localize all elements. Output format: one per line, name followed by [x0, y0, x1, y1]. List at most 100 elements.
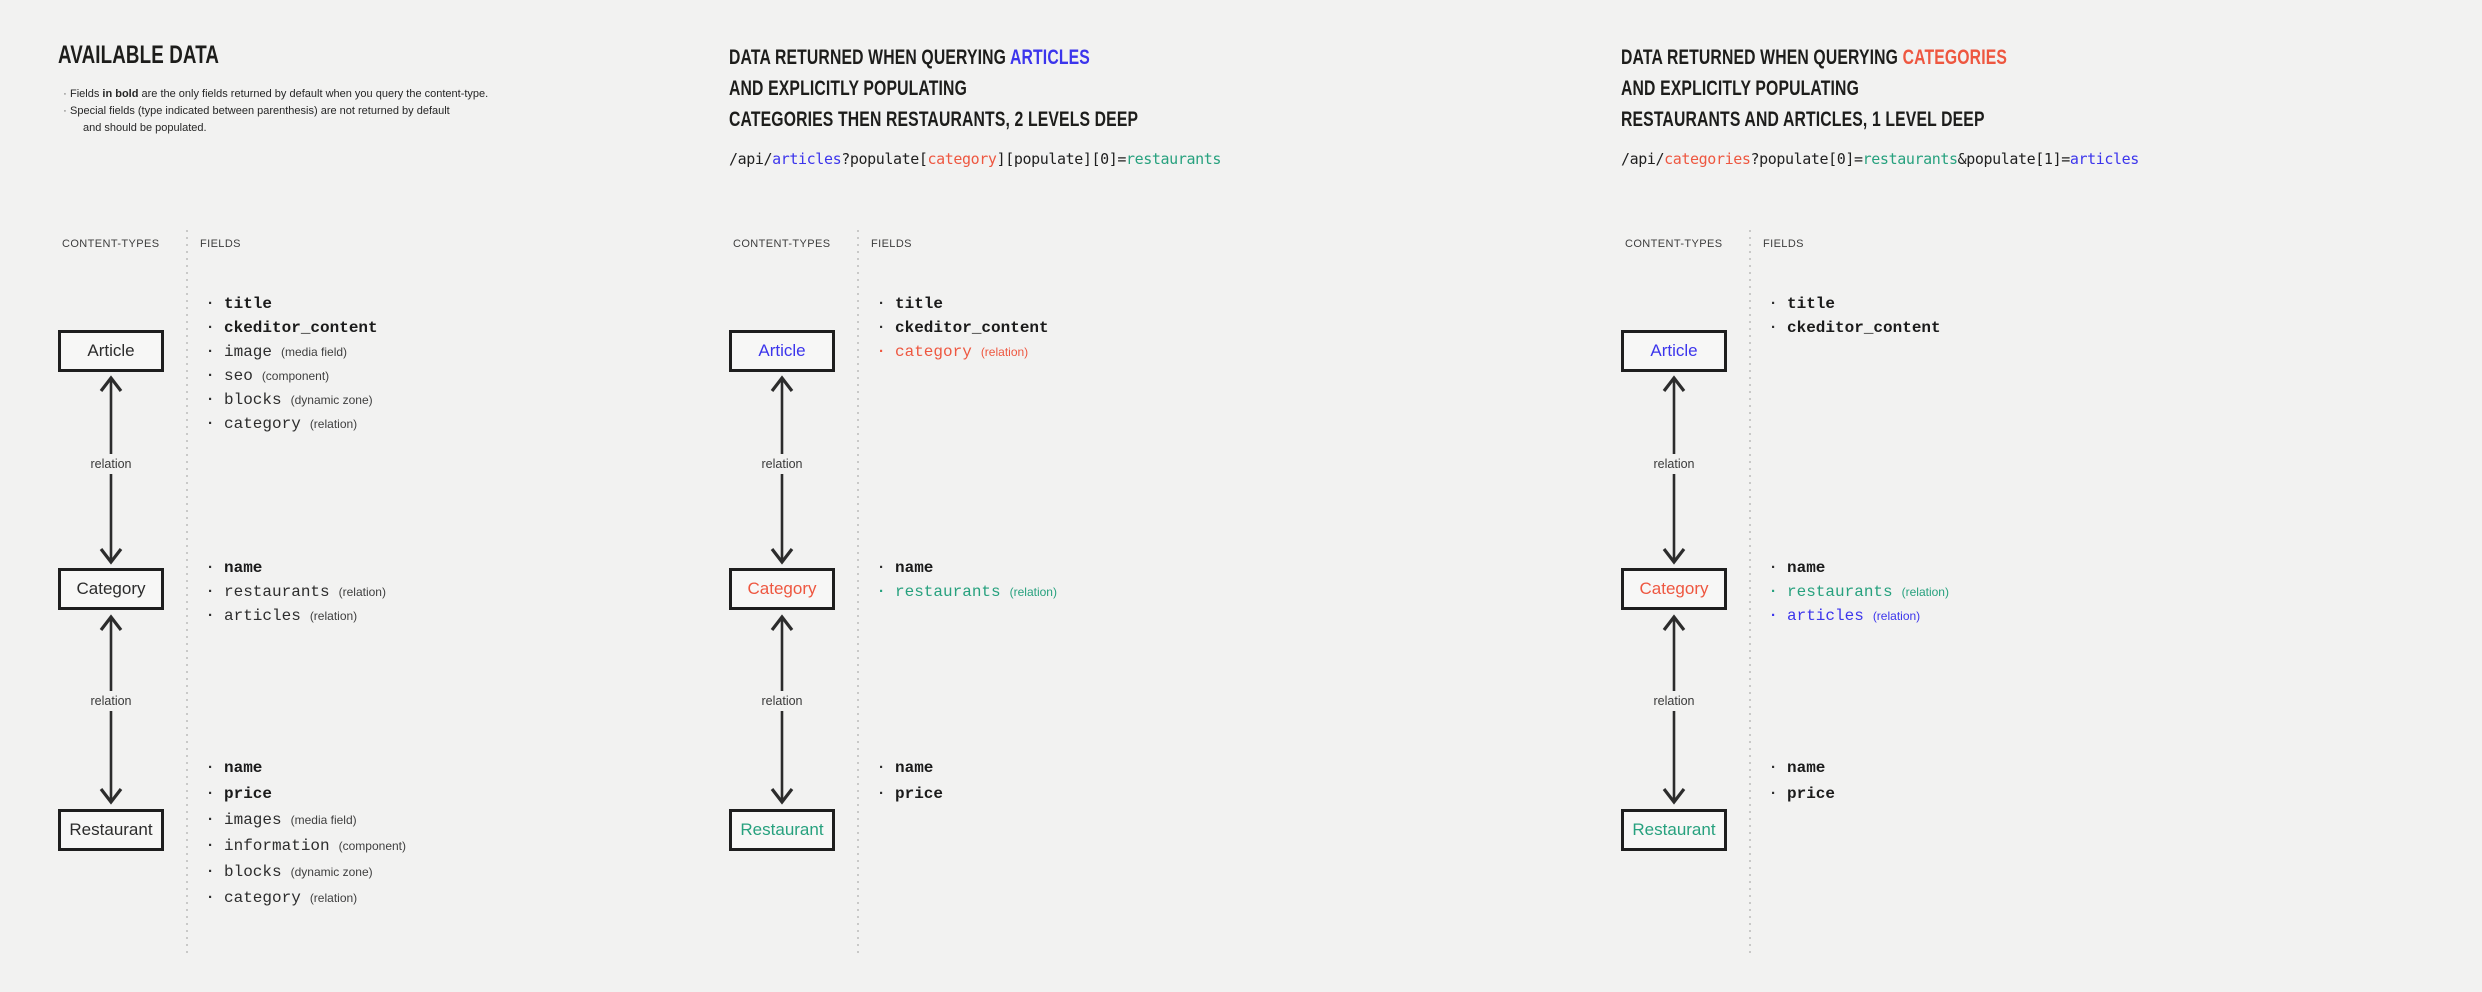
api-segment: &populate[1]=	[1957, 150, 2071, 168]
field-item: ·blocks(dynamic zone)	[206, 859, 406, 885]
panel-query-categories: DATA RETURNED WHEN QUERYING CATEGORIES A…	[1621, 0, 2479, 992]
content-type-label: Category	[1639, 579, 1709, 598]
relation-label: relation	[1648, 691, 1700, 711]
api-segment: articles	[772, 150, 842, 168]
field-item: ·name	[206, 755, 406, 781]
api-segment: articles	[2069, 150, 2139, 168]
bullet-icon: ·	[208, 607, 213, 624]
content-type-label: Article	[87, 341, 135, 360]
api-segment: categories	[1664, 150, 1751, 168]
category-fields-list: ·name ·restaurants(relation) ·articles(r…	[1769, 556, 1949, 628]
content-type-box-article: Article	[1621, 330, 1727, 372]
field-item: ·information(component)	[206, 833, 406, 859]
content-types-column-label: CONTENT-TYPES	[62, 238, 160, 250]
bullet-icon: ·	[208, 343, 213, 360]
api-segment: restaurants	[1126, 150, 1221, 168]
field-item: ·image(media field)	[206, 340, 378, 364]
bullet-icon: ·	[208, 837, 213, 854]
bullet-icon: ·	[208, 391, 213, 408]
field-item: ·restaurants(relation)	[206, 580, 386, 604]
field-item: ·blocks(dynamic zone)	[206, 388, 378, 412]
content-type-box-category: Category	[58, 568, 164, 610]
bullet-icon: ·	[63, 88, 67, 100]
article-fields-list: ·title ·ckeditor_content ·image(media fi…	[206, 292, 378, 436]
bullet-icon: ·	[879, 583, 884, 600]
field-item: ·category(relation)	[877, 340, 1049, 364]
article-fields-list: ·title ·ckeditor_content ·category(relat…	[877, 292, 1049, 364]
dotted-divider	[857, 230, 859, 956]
content-types-column-label: CONTENT-TYPES	[1625, 238, 1723, 250]
content-type-label: Restaurant	[69, 820, 153, 839]
highlighted-word: CATEGORIES	[1902, 46, 2008, 69]
bullet-icon: ·	[1771, 583, 1776, 600]
field-item: ·name	[1769, 556, 1949, 580]
bullet-icon: ·	[1771, 759, 1776, 776]
bullet-icon: ·	[879, 759, 884, 776]
field-item: ·price	[1769, 781, 1835, 807]
bullet-icon: ·	[1771, 559, 1776, 576]
category-fields-list: ·name ·restaurants(relation)	[877, 556, 1057, 604]
field-item: ·category(relation)	[206, 885, 406, 911]
bullet-icon: ·	[208, 415, 213, 432]
field-item: ·name	[1769, 755, 1835, 781]
content-type-box-category: Category	[1621, 568, 1727, 610]
bullet-icon: ·	[879, 785, 884, 802]
field-item: ·title	[206, 292, 378, 316]
fields-column-label: FIELDS	[200, 238, 241, 250]
bullet-icon: ·	[208, 785, 213, 802]
field-item: ·name	[206, 556, 386, 580]
relation-label: relation	[85, 691, 137, 711]
bullet-icon: ·	[208, 319, 213, 336]
category-fields-list: ·name ·restaurants(relation) ·articles(r…	[206, 556, 386, 628]
field-item: ·images(media field)	[206, 807, 406, 833]
bullet-icon: ·	[879, 319, 884, 336]
field-item: ·articles(relation)	[206, 604, 386, 628]
api-segment: category	[927, 150, 997, 168]
bullet-icon: ·	[1771, 785, 1776, 802]
content-type-label: Article	[758, 341, 806, 360]
content-type-label: Restaurant	[740, 820, 824, 839]
field-item: ·articles(relation)	[1769, 604, 1949, 628]
note-item: · Special fields (type indicated between…	[60, 103, 560, 137]
relation-label: relation	[756, 454, 808, 474]
content-type-label: Restaurant	[1632, 820, 1716, 839]
page-title: AVAILABLE DATA	[58, 41, 220, 69]
api-segment: /api/	[1621, 150, 1665, 168]
bullet-icon: ·	[879, 343, 884, 360]
field-item: ·name	[877, 556, 1057, 580]
bullet-icon: ·	[1771, 295, 1776, 312]
content-type-box-restaurant: Restaurant	[58, 809, 164, 851]
panel-query-articles: DATA RETURNED WHEN QUERYING ARTICLES AND…	[729, 0, 1609, 992]
bullet-icon: ·	[879, 295, 884, 312]
field-item: ·price	[877, 781, 943, 807]
field-item: ·ckeditor_content	[877, 316, 1049, 340]
note-text: Special fields (type indicated between p…	[70, 105, 450, 134]
field-item: ·ckeditor_content	[1769, 316, 1941, 340]
bullet-icon: ·	[63, 105, 67, 117]
bullet-icon: ·	[1771, 607, 1776, 624]
article-fields-list: ·title ·ckeditor_content	[1769, 292, 1941, 340]
content-type-box-restaurant: Restaurant	[1621, 809, 1727, 851]
note-text: Fields in bold are the only fields retur…	[70, 88, 489, 100]
field-item: ·title	[877, 292, 1049, 316]
highlighted-word: ARTICLES	[1009, 46, 1090, 69]
api-segment: /api/	[729, 150, 773, 168]
bullet-icon: ·	[208, 295, 213, 312]
field-item: ·seo(component)	[206, 364, 378, 388]
dotted-divider	[186, 230, 188, 956]
content-type-box-article: Article	[729, 330, 835, 372]
bullet-icon: ·	[208, 889, 213, 906]
bullet-icon: ·	[208, 367, 213, 384]
bullet-icon: ·	[208, 759, 213, 776]
relation-label: relation	[85, 454, 137, 474]
content-type-label: Category	[76, 579, 146, 598]
content-type-box-category: Category	[729, 568, 835, 610]
panel-available-data: AVAILABLE DATA · Fields in bold are the …	[58, 0, 658, 992]
field-item: ·title	[1769, 292, 1941, 316]
bullet-icon: ·	[208, 863, 213, 880]
api-segment: ][populate][0]=	[996, 150, 1127, 168]
field-item: ·category(relation)	[206, 412, 378, 436]
content-types-column-label: CONTENT-TYPES	[733, 238, 831, 250]
api-segment: restaurants	[1862, 150, 1958, 168]
